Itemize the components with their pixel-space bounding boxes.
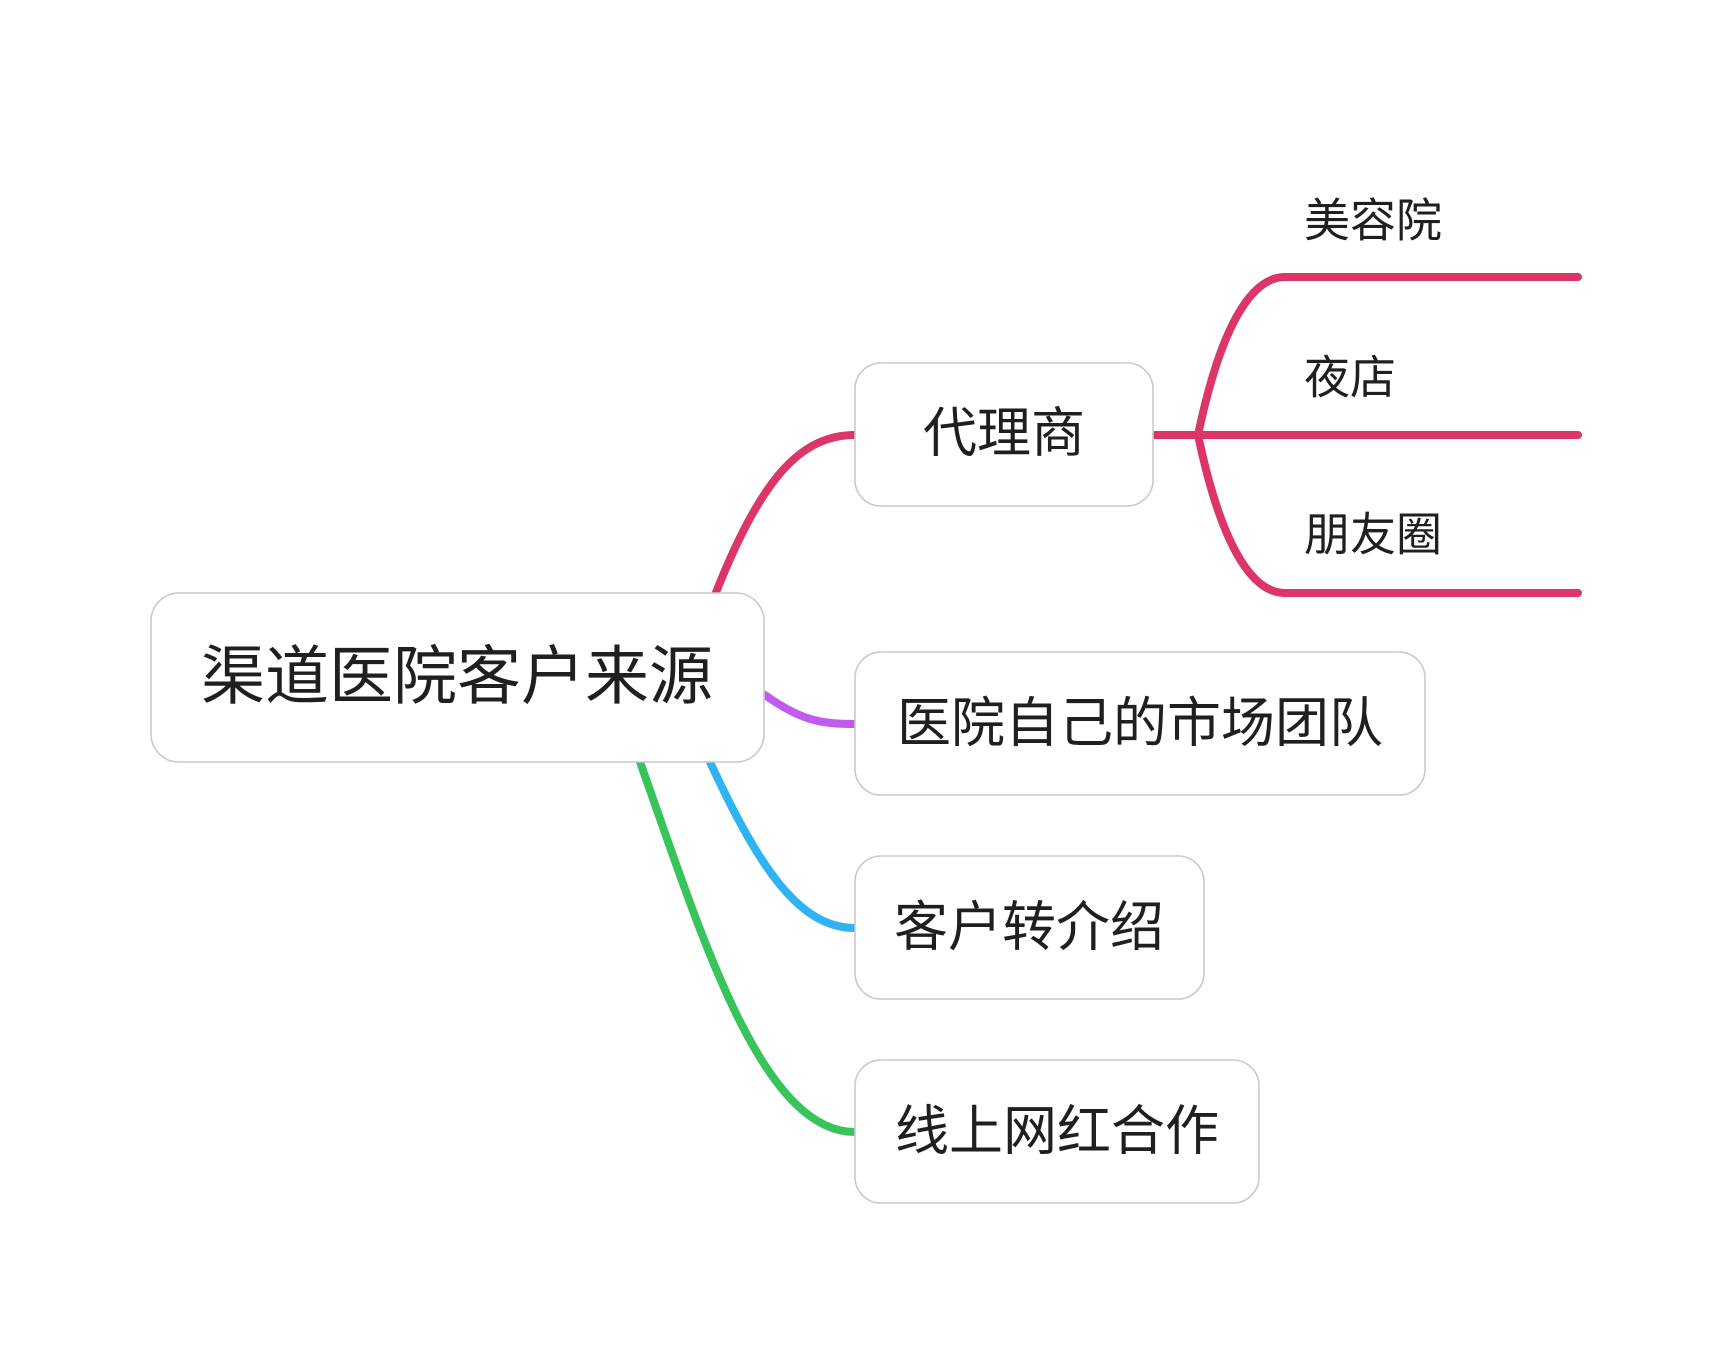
branch-node-referral-label: 客户转介绍 (894, 896, 1164, 959)
leaf-node-nightclub[interactable]: 夜店 (1304, 351, 1396, 405)
connector-root-to-agent (711, 431, 859, 599)
connector-agent-to-moments (1194, 431, 1582, 597)
branch-node-marketing-team[interactable]: 医院自己的市场团队 (854, 651, 1426, 796)
connector-agent-to-beauty-salon (1194, 273, 1582, 439)
root-node[interactable]: 渠道医院客户来源 (150, 592, 765, 763)
connector-root-to-referral (706, 758, 859, 932)
branch-node-influencer[interactable]: 线上网红合作 (854, 1059, 1260, 1204)
connectors (636, 273, 1582, 1136)
branch-node-referral[interactable]: 客户转介绍 (854, 855, 1205, 1000)
leaf-node-moments-label: 朋友圈 (1304, 508, 1442, 562)
connector-root-to-influencer (636, 758, 859, 1136)
connector-root-to-marketing-team (761, 691, 859, 728)
branch-node-influencer-label: 线上网红合作 (895, 1100, 1219, 1163)
leaf-node-beauty-salon-label: 美容院 (1304, 194, 1442, 248)
leaf-node-beauty-salon[interactable]: 美容院 (1304, 194, 1442, 248)
branch-node-agent[interactable]: 代理商 (854, 362, 1154, 507)
root-node-label: 渠道医院客户来源 (201, 641, 713, 715)
leaf-node-nightclub-label: 夜店 (1304, 351, 1396, 405)
branch-node-agent-label: 代理商 (923, 402, 1085, 465)
leaf-node-moments[interactable]: 朋友圈 (1304, 508, 1442, 562)
branch-node-marketing-team-label: 医院自己的市场团队 (897, 692, 1383, 755)
